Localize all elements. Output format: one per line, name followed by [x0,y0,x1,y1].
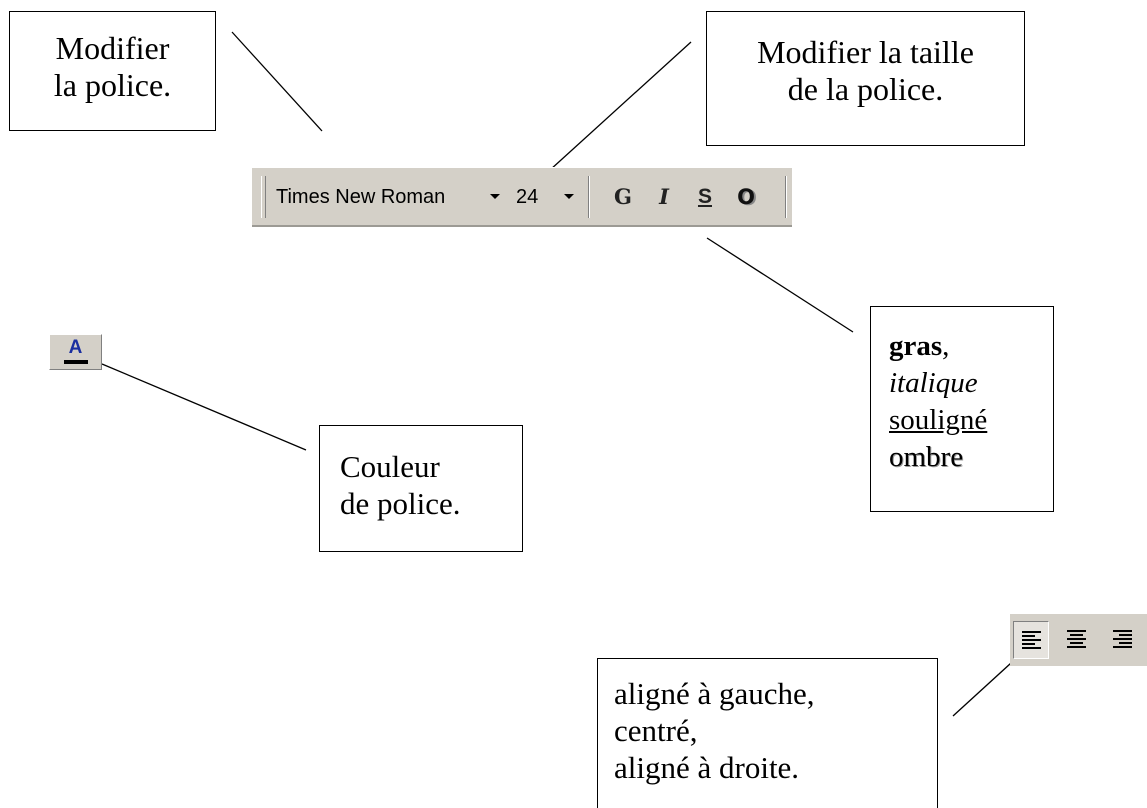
callout-alignment-line2: centré, [614,713,698,748]
callout-alignment: aligné à gauche, centré, aligné à droite… [597,658,938,808]
callout-color-line1: Couleur [340,449,440,484]
toolbar-separator [785,176,787,218]
bold-button[interactable]: G [614,184,632,209]
callout-color-line2: de police. [340,486,461,521]
align-left-button[interactable] [1013,621,1049,659]
callout-size-line2: de la police. [787,71,944,107]
callout-font-line2: la police. [53,67,172,103]
bold-suffix: , [942,330,950,362]
shadow-button[interactable]: O [737,185,755,209]
callout-alignment-line3: aligné à droite. [614,750,800,785]
align-right-button[interactable] [1105,621,1141,659]
dropdown-arrow-icon[interactable] [561,188,577,204]
dropdown-arrow-icon[interactable] [487,188,503,204]
alignment-toolbar [1010,613,1147,666]
font-size-value: 24 [516,186,539,208]
font-color-button[interactable]: A [49,334,102,370]
align-center-button[interactable] [1059,621,1095,659]
connector-font [231,31,323,132]
italic-button[interactable]: I [659,184,669,209]
font-name-value: Times New Roman [276,186,446,208]
toolbar-separator [588,176,590,218]
callout-font-line1: Modifier [55,30,170,66]
callout-styles: gras, italique souligné ombre [870,306,1054,512]
font-color-swatch [64,360,88,364]
shadow-sample: ombre [889,441,964,473]
font-size-combo[interactable]: 24 [510,178,580,214]
underline-sample: souligné [889,404,988,436]
callout-font: Modifier la police. [9,11,216,131]
formatting-toolbar: Times New Roman 24 G I S O [252,167,792,227]
toolbar-grip[interactable] [261,176,266,218]
callout-size-line1: Modifier la taille [757,34,974,70]
connector-color [101,363,307,451]
callout-alignment-line1: aligné à gauche, [614,676,815,711]
callout-color: Couleur de police. [319,425,523,552]
italic-sample: italique [889,367,978,399]
underline-button[interactable]: S [697,185,712,208]
connector-styles [706,237,854,333]
connector-size [549,41,692,171]
bold-sample: gras [889,330,943,362]
callout-styles-bold-line: gras, [889,328,1053,365]
font-name-combo[interactable]: Times New Roman [270,178,506,214]
font-color-icon: A [68,337,83,358]
callout-size: Modifier la taille de la police. [706,11,1025,146]
